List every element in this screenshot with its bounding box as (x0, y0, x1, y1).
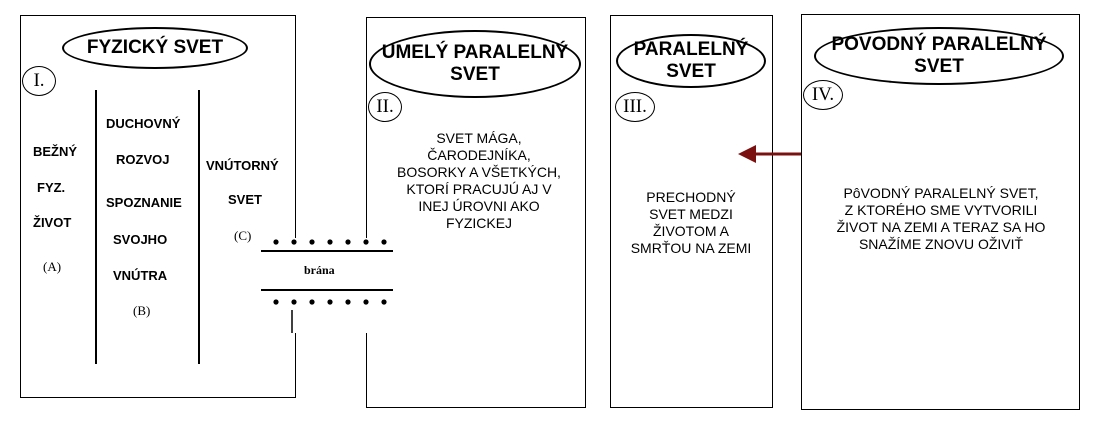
divider-1 (95, 90, 97, 364)
col-c-label: (C) (234, 228, 252, 243)
panel-artificial-parallel-world-description: SVET MÁGA, ČARODEJNÍKA, BOSORKY A VŠETKÝ… (397, 130, 561, 231)
col-b-line-5: VNÚTRA (113, 268, 168, 283)
col-b-line-3: SPOZNANIE (106, 195, 182, 210)
col-b-label: (B) (133, 303, 151, 318)
gate-bottom-dots (273, 299, 387, 305)
col-b-line-1: DUCHOVNÝ (106, 116, 181, 131)
gate-top-dots (273, 239, 387, 245)
col-c-line-1: VNÚTORNÝ (206, 158, 279, 173)
panel-physical-world-title: FYZICKÝ SVET (62, 27, 248, 69)
col-b-line-4: SVOJHO (113, 232, 168, 247)
panel-original-parallel-world-title: POVODNÝ PARALELNÝ SVET (814, 27, 1064, 85)
panel-physical-world (20, 15, 296, 398)
panel-original-parallel-world-numeral: IV. (803, 80, 843, 110)
arrow-head (738, 145, 756, 163)
gate-gap (292, 238, 367, 333)
col-a-line-2: FYZ. (37, 180, 66, 195)
col-a-line-1: BEŽNÝ (33, 144, 78, 159)
panel-physical-world-numeral: I. (22, 66, 56, 96)
panel-artificial-parallel-world-numeral: II. (368, 92, 402, 122)
panel-parallel-world-title: PARALELNÝ SVET (616, 34, 766, 88)
panel-parallel-world-description: PRECHODNÝ SVET MEDZI ŽIVOTOM A SMRŤOU NA… (630, 189, 752, 256)
col-c-line-2: SVET (228, 192, 262, 207)
panel-original-parallel-world-description: PôVODNÝ PARALELNÝ SVET, Z KTORÉHO SME VY… (836, 185, 1046, 252)
col-a-line-3: ŽIVOT (33, 215, 72, 230)
col-b-line-2: ROZVOJ (116, 152, 170, 167)
panel-parallel-world-numeral: III. (615, 92, 655, 122)
divider-2 (198, 90, 200, 364)
panel-artificial-parallel-world-title: UMELÝ PARALELNÝ SVET (369, 30, 581, 98)
gate-label: brána (304, 263, 335, 277)
col-a-label: (A) (43, 259, 62, 274)
